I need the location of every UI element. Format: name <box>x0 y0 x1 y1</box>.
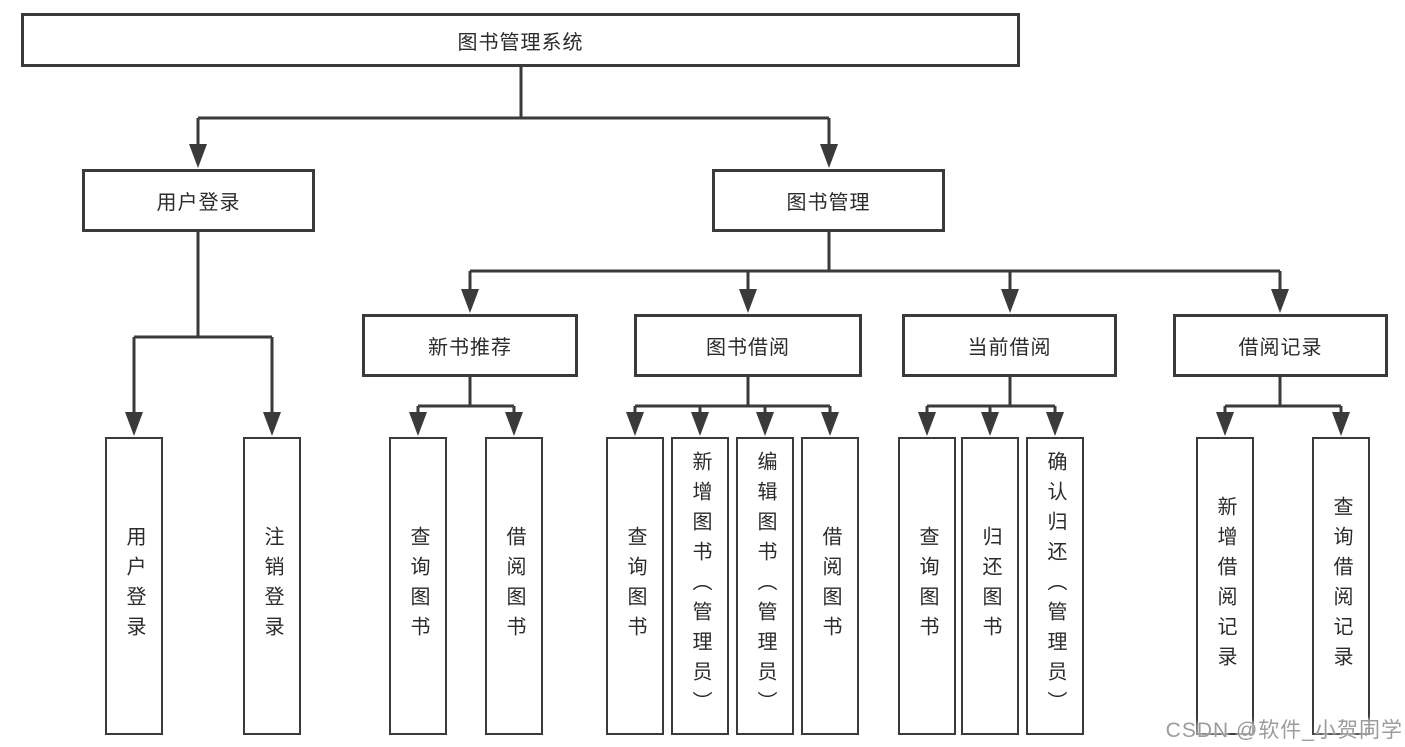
connector-new-book <box>416 377 516 414</box>
arrowhead <box>821 412 839 436</box>
leaf-return-book: 归还图书 <box>961 437 1019 735</box>
connector-borrow-records <box>1223 377 1343 414</box>
arrowhead <box>626 412 644 436</box>
node-borrow-records: 借阅记录 <box>1173 314 1388 377</box>
leaf-borrow-books-recommend: 借阅图书 <box>485 437 543 735</box>
csdn-watermark: CSDN @软件_小贺同学 <box>1165 719 1403 742</box>
arrowhead <box>1001 289 1019 313</box>
node-current-borrow: 当前借阅 <box>902 314 1117 377</box>
arrowhead <box>981 412 999 436</box>
arrowhead <box>1332 412 1350 436</box>
connector-book-borrow <box>633 377 832 414</box>
leaf-logout: 注销登录 <box>243 437 301 735</box>
arrowhead <box>505 412 523 436</box>
leaf-add-borrow-record: 新增借阅记录 <box>1196 437 1254 735</box>
arrowhead <box>691 412 709 436</box>
node-user-login: 用户登录 <box>82 169 315 232</box>
arrowhead <box>461 289 479 313</box>
leaf-borrow-books: 借阅图书 <box>801 437 859 735</box>
arrowhead <box>1046 412 1064 436</box>
arrowhead <box>918 412 936 436</box>
arrowhead <box>756 412 774 436</box>
leaf-query-borrow-record: 查询借阅记录 <box>1312 437 1370 735</box>
leaf-add-book-admin: 新增图书（管理员） <box>671 437 729 735</box>
leaf-user-login: 用户登录 <box>105 437 163 735</box>
leaf-query-books-recommend: 查询图书 <box>389 437 447 735</box>
node-root: 图书管理系统 <box>21 13 1020 67</box>
connector-user-login <box>132 232 274 414</box>
arrowhead <box>739 289 757 313</box>
arrowhead <box>125 412 143 436</box>
connector-book-management <box>468 232 1282 291</box>
arrowhead <box>189 144 207 168</box>
connector-current-borrow <box>925 377 1057 414</box>
arrowheads <box>125 144 1350 436</box>
leaf-confirm-return-admin: 确认归还（管理员） <box>1026 437 1084 735</box>
connector-root <box>196 67 831 146</box>
node-book-borrow: 图书借阅 <box>634 314 862 377</box>
leaf-query-books-borrow: 查询图书 <box>606 437 664 735</box>
arrowhead <box>263 412 281 436</box>
node-new-book-recommend: 新书推荐 <box>362 314 578 377</box>
leaf-edit-book-admin: 编辑图书（管理员） <box>736 437 794 735</box>
arrowhead <box>1271 289 1289 313</box>
leaf-query-books-current: 查询图书 <box>898 437 956 735</box>
node-book-management: 图书管理 <box>712 169 945 232</box>
arrowhead <box>820 144 838 168</box>
arrowhead <box>409 412 427 436</box>
arrowhead <box>1216 412 1234 436</box>
